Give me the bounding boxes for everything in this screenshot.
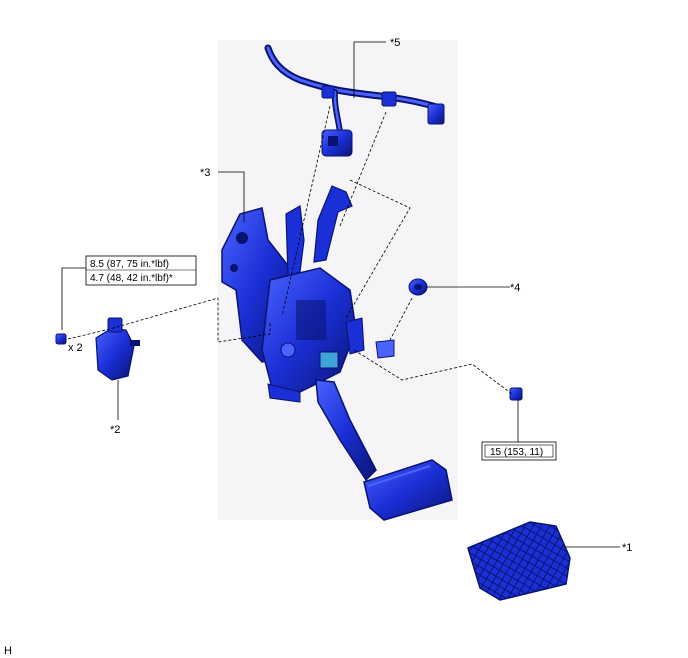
figure-corner-label: H — [4, 645, 12, 657]
callout-5: *5 — [390, 37, 400, 49]
torque-box-stop-switch: 8.5 (87, 75 in.*lbf) 4.7 (48, 42 in.*lbf… — [85, 255, 197, 286]
pedal-bracket-assembly — [221, 185, 453, 521]
torque-value-line2: 4.7 (48, 42 in.*lbf)* — [90, 273, 173, 284]
dashed-guide-lines — [67, 105, 513, 395]
leader-lines — [61, 41, 620, 548]
callout-2: *2 — [110, 424, 120, 436]
callout-4: *4 — [510, 282, 520, 294]
pedal-clip — [408, 278, 428, 296]
quantity-label: x 2 — [68, 342, 83, 354]
callout-1: *1 — [622, 542, 632, 554]
wire-harness — [264, 44, 445, 157]
torque-value-bolt: 15 (153, 11) — [490, 447, 543, 458]
stop-lamp-switch — [95, 317, 140, 381]
torque-value-line1: 8.5 (87, 75 in.*lbf) — [90, 259, 169, 270]
callout-3: *3 — [200, 167, 210, 179]
stop-switch-nut — [55, 333, 67, 345]
pedal-pad — [467, 521, 571, 601]
pedal-bolt — [509, 387, 523, 401]
torque-box-pedal-bolt: 15 (153, 11) — [481, 441, 557, 461]
